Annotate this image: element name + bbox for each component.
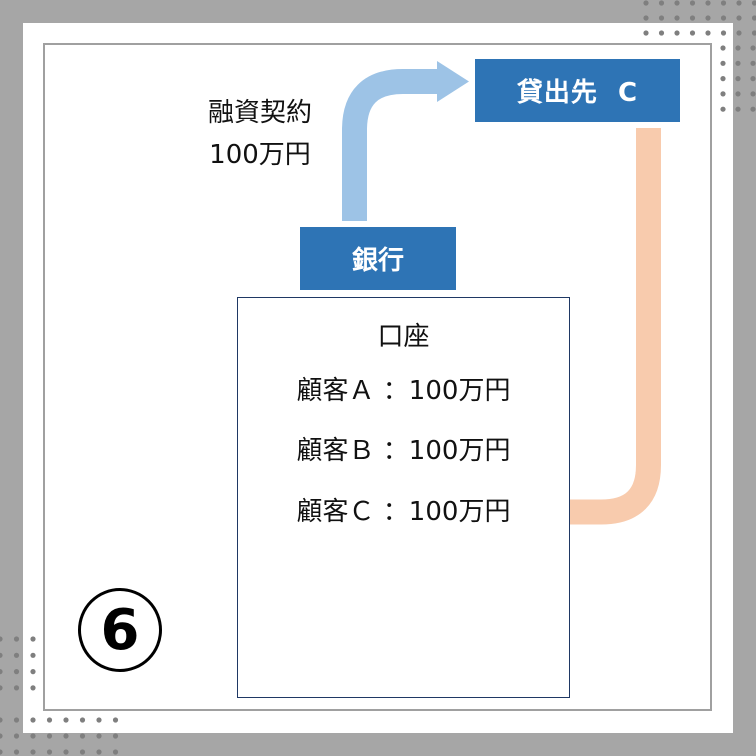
dot — [643, 15, 649, 21]
loan-arrow — [342, 69, 440, 221]
dot — [79, 717, 86, 723]
dot — [0, 717, 3, 723]
dot — [674, 15, 680, 21]
dot — [46, 733, 53, 739]
dot — [736, 30, 742, 36]
dot — [674, 30, 680, 36]
dot — [735, 45, 741, 51]
dot — [689, 0, 696, 6]
dot — [643, 30, 649, 36]
dot — [658, 0, 665, 6]
dot — [46, 717, 53, 723]
dot — [0, 636, 3, 642]
account-box: 口座 顧客Ａ ：100万円 顧客Ｂ ：100万円 顧客Ｃ ：100万円 — [237, 297, 570, 698]
dot — [705, 0, 711, 6]
dot — [735, 60, 741, 66]
dot — [689, 15, 696, 21]
dot — [750, 106, 756, 112]
dot — [112, 733, 119, 739]
dot — [13, 717, 20, 723]
dot — [735, 106, 741, 112]
dot — [30, 717, 36, 723]
dot — [112, 749, 119, 755]
dot — [13, 749, 20, 755]
dot — [63, 717, 69, 723]
dot — [13, 733, 20, 739]
account-entry: 顧客Ｂ ：100万円 — [296, 436, 511, 466]
loan-label-line1: 融資契約 — [207, 98, 312, 128]
dot — [751, 0, 756, 6]
account-entry: 顧客Ｃ ：100万円 — [296, 497, 511, 527]
lender-box: 貸出先 C — [475, 59, 680, 122]
dot — [750, 76, 756, 82]
dot — [30, 733, 36, 739]
dot — [720, 15, 727, 21]
dot — [79, 749, 86, 755]
dot — [658, 15, 665, 21]
dot — [0, 652, 3, 658]
dot — [720, 45, 726, 51]
dot — [705, 15, 711, 21]
loan-label: 融資契約 100万円 — [180, 92, 340, 176]
dot — [750, 60, 756, 66]
dot — [30, 636, 36, 642]
account-entry: 顧客Ａ ：100万円 — [296, 376, 511, 406]
dot — [30, 669, 36, 675]
repayment-arrow — [558, 128, 661, 525]
step-number-badge: 6 — [78, 588, 162, 672]
dot — [750, 91, 756, 97]
dot — [735, 91, 741, 97]
dot — [720, 30, 727, 36]
dot — [13, 669, 20, 675]
dot — [720, 106, 726, 112]
dot — [30, 685, 36, 691]
dot — [0, 733, 3, 739]
loan-arrowhead — [437, 61, 469, 102]
dot — [750, 45, 756, 51]
dot — [643, 0, 649, 6]
dot — [0, 749, 3, 755]
dot — [79, 733, 86, 739]
dot — [736, 0, 742, 6]
dot — [736, 15, 742, 21]
dot — [705, 30, 711, 36]
dot — [735, 76, 741, 82]
dot — [63, 733, 69, 739]
dot — [13, 636, 20, 642]
dot — [720, 0, 727, 6]
dot — [46, 749, 53, 755]
dot — [751, 15, 756, 21]
loan-label-line2: 100万円 — [209, 140, 311, 170]
dot — [13, 685, 20, 691]
dot — [689, 30, 696, 36]
dot — [674, 0, 680, 6]
dot — [96, 749, 102, 755]
dot — [96, 717, 102, 723]
dot — [658, 30, 665, 36]
account-title: 口座 — [377, 322, 430, 352]
dot — [96, 733, 102, 739]
dot — [13, 652, 20, 658]
dot — [0, 685, 3, 691]
dot — [63, 749, 69, 755]
dot — [0, 669, 3, 675]
dot — [720, 60, 726, 66]
bank-box: 銀行 — [300, 227, 456, 290]
dot — [751, 30, 756, 36]
dot — [30, 749, 36, 755]
dot — [720, 91, 726, 97]
diagram-frame — [43, 43, 712, 711]
dot — [112, 717, 119, 723]
dot — [720, 76, 726, 82]
dot — [30, 652, 36, 658]
